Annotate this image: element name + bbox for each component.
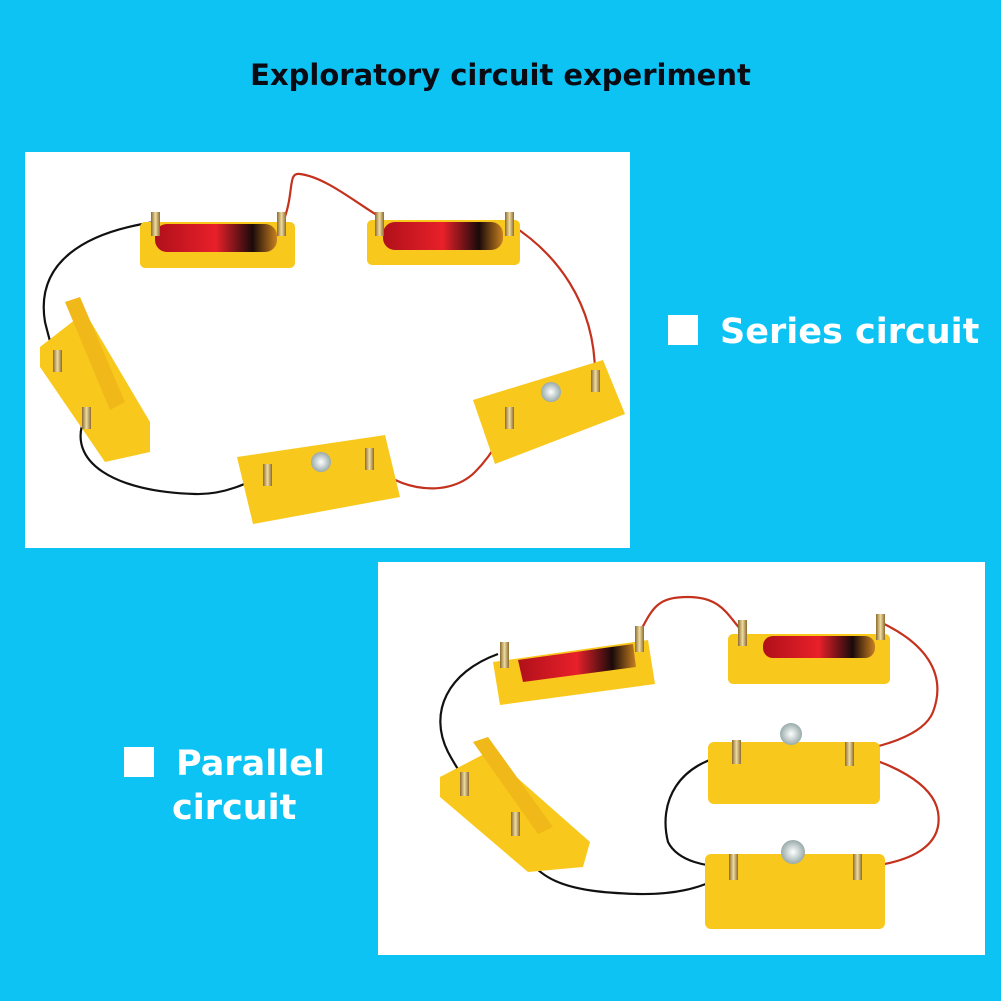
series-circuit-photo xyxy=(25,152,630,548)
square-bullet-icon xyxy=(124,747,154,777)
red-wire xyxy=(852,621,939,754)
parallel-circuit-text-line1: Parallel xyxy=(176,744,325,784)
red-wire xyxy=(509,223,597,375)
series-circuit-text: Series circuit xyxy=(720,312,980,352)
series-circuit-label: Series circuit xyxy=(668,310,979,354)
black-wire xyxy=(79,416,266,496)
red-wire xyxy=(281,172,381,223)
red-wire xyxy=(639,595,744,633)
battery-holder xyxy=(493,626,655,705)
parallel-circuit-label: Parallel circuit xyxy=(124,742,325,830)
battery-holder xyxy=(728,614,890,684)
battery-holder xyxy=(140,212,295,268)
parallel-circuit-photo xyxy=(378,562,985,955)
bulb-module xyxy=(708,723,880,804)
switch-module xyxy=(40,297,150,462)
bulb-module xyxy=(705,840,885,929)
switch-module xyxy=(440,737,590,872)
page-title: Exploratory circuit experiment xyxy=(250,58,751,92)
square-bullet-icon xyxy=(668,315,698,345)
bulb-module xyxy=(473,360,625,464)
parallel-circuit-text-line2: circuit xyxy=(172,788,297,828)
battery-holder xyxy=(367,212,520,265)
red-wire xyxy=(852,752,940,869)
bulb-module xyxy=(237,435,400,524)
